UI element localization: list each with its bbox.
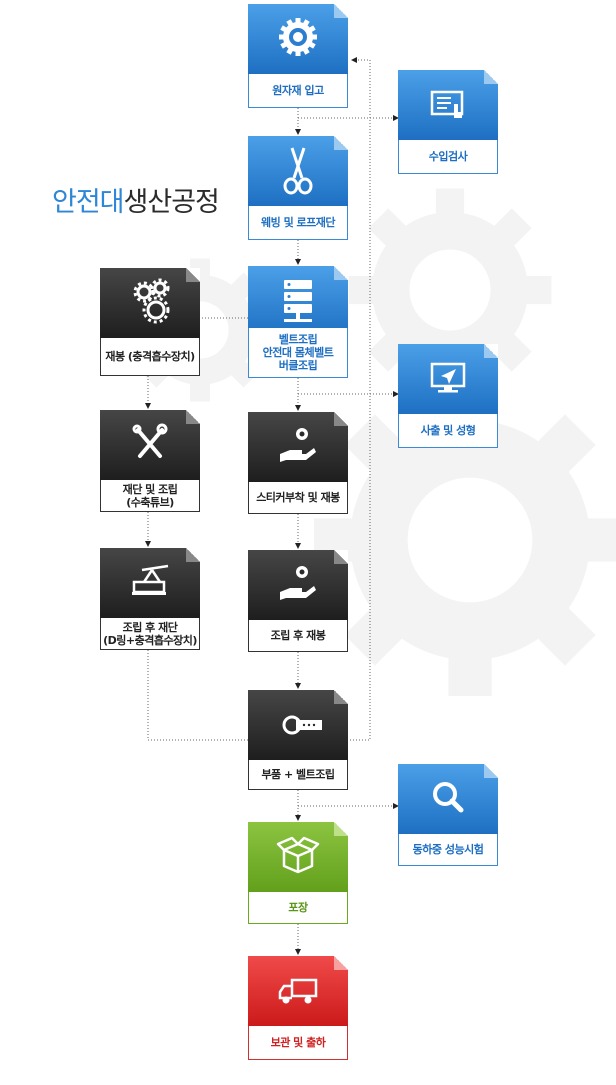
- node-incoming-inspection[interactable]: 수입검사: [398, 70, 498, 174]
- node-parts-belt[interactable]: 부품 + 벨트조립: [248, 690, 348, 790]
- node-label: 포장: [248, 892, 348, 924]
- node-webbing-cut[interactable]: 웨빙 및 로프재단: [248, 136, 348, 240]
- node-sticker-sewing[interactable]: 스티커부착 및 재봉: [248, 412, 348, 514]
- node-label: 조립 후 재단(D링+충격흡수장치): [100, 618, 200, 650]
- server-icon: [284, 280, 312, 322]
- scissors-icon: [283, 147, 313, 195]
- node-raw-material[interactable]: 원자재 입고: [248, 4, 348, 108]
- magnifier-icon: [433, 782, 464, 813]
- hand-gear-icon: [280, 566, 316, 600]
- node-cut-assembly[interactable]: 재단 및 조립(수축튜브): [100, 410, 200, 512]
- node-label: 조립 후 재봉: [248, 620, 348, 652]
- title-highlight: 안전대: [52, 187, 125, 218]
- node-label: 수입검사: [398, 140, 498, 174]
- hand-gear-icon: [280, 428, 316, 462]
- node-label: 보관 및 출하: [248, 1026, 348, 1060]
- node-packaging[interactable]: 포장: [248, 822, 348, 924]
- node-storage-shipping[interactable]: 보관 및 출하: [248, 956, 348, 1060]
- node-winter-test[interactable]: 동하중 성능시험: [398, 764, 498, 866]
- monitor-touch-icon: [430, 90, 464, 118]
- node-post-assembly-cut[interactable]: 조립 후 재단(D링+충격흡수장치): [100, 548, 200, 650]
- node-label: 사출 및 성형: [398, 414, 498, 448]
- node-label: 재봉 (충격흡수장치): [100, 338, 200, 376]
- node-label: 동하중 성능시험: [398, 834, 498, 866]
- oil-pump-icon: [132, 564, 169, 595]
- node-post-assembly-sewing[interactable]: 조립 후 재봉: [248, 550, 348, 652]
- node-label: 웨빙 및 로프재단: [248, 206, 348, 240]
- node-label: 부품 + 벨트조립: [248, 760, 348, 790]
- node-label: 스티커부착 및 재봉: [248, 482, 348, 514]
- gear-icon: [279, 18, 317, 56]
- buckle-icon: [282, 715, 322, 735]
- node-sewing-absorber[interactable]: 재봉 (충격흡수장치): [100, 268, 200, 376]
- box-icon: [276, 836, 320, 874]
- title-rest: 생산공정: [123, 187, 220, 218]
- node-injection[interactable]: 사출 및 성형: [398, 344, 498, 448]
- page-title: 안전대생산공정: [52, 180, 220, 219]
- gears-icon: [133, 278, 170, 324]
- node-label: 재단 및 조립(수축튜브): [100, 480, 200, 512]
- truck-icon: [278, 978, 318, 1004]
- node-label: 원자재 입고: [248, 74, 348, 108]
- monitor-arrow-icon: [430, 362, 466, 393]
- tools-icon: [132, 423, 168, 458]
